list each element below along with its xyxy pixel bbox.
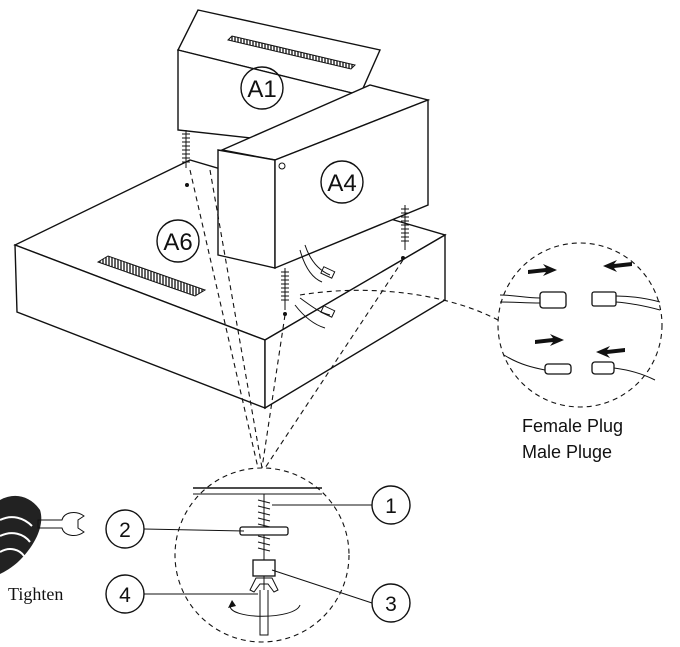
svg-text:3: 3 bbox=[385, 593, 397, 616]
female-plug-label: Female Plug bbox=[522, 416, 623, 436]
callout-4: 4 bbox=[105, 574, 258, 614]
label-a6: A6 bbox=[156, 219, 200, 263]
female-connector bbox=[591, 291, 617, 307]
svg-text:1: 1 bbox=[385, 495, 397, 518]
nut bbox=[252, 559, 276, 577]
svg-text:A6: A6 bbox=[163, 229, 192, 256]
detail-leader-lines bbox=[189, 169, 404, 469]
vent-slot bbox=[227, 35, 356, 70]
svg-text:2: 2 bbox=[119, 519, 131, 542]
bolt-detail-view bbox=[174, 467, 350, 643]
plug-detail-view bbox=[299, 242, 663, 408]
svg-text:4: 4 bbox=[119, 584, 131, 607]
middle-unit-a4 bbox=[217, 84, 431, 329]
male-plug-label: Male Pluge bbox=[522, 442, 612, 462]
callout-2: 2 bbox=[105, 509, 245, 549]
male-connector bbox=[539, 291, 567, 309]
svg-text:A1: A1 bbox=[247, 76, 276, 103]
vent-slot bbox=[96, 255, 207, 297]
washer bbox=[239, 526, 289, 536]
callout-1: 1 bbox=[272, 485, 411, 525]
hand-wrench-icon bbox=[0, 495, 85, 574]
svg-text:A4: A4 bbox=[327, 170, 356, 197]
label-a1: A1 bbox=[240, 66, 284, 110]
tighten-label: Tighten bbox=[8, 584, 63, 604]
label-a4: A4 bbox=[320, 160, 364, 204]
wrench-icon bbox=[249, 577, 279, 636]
callout-3: 3 bbox=[271, 569, 411, 623]
